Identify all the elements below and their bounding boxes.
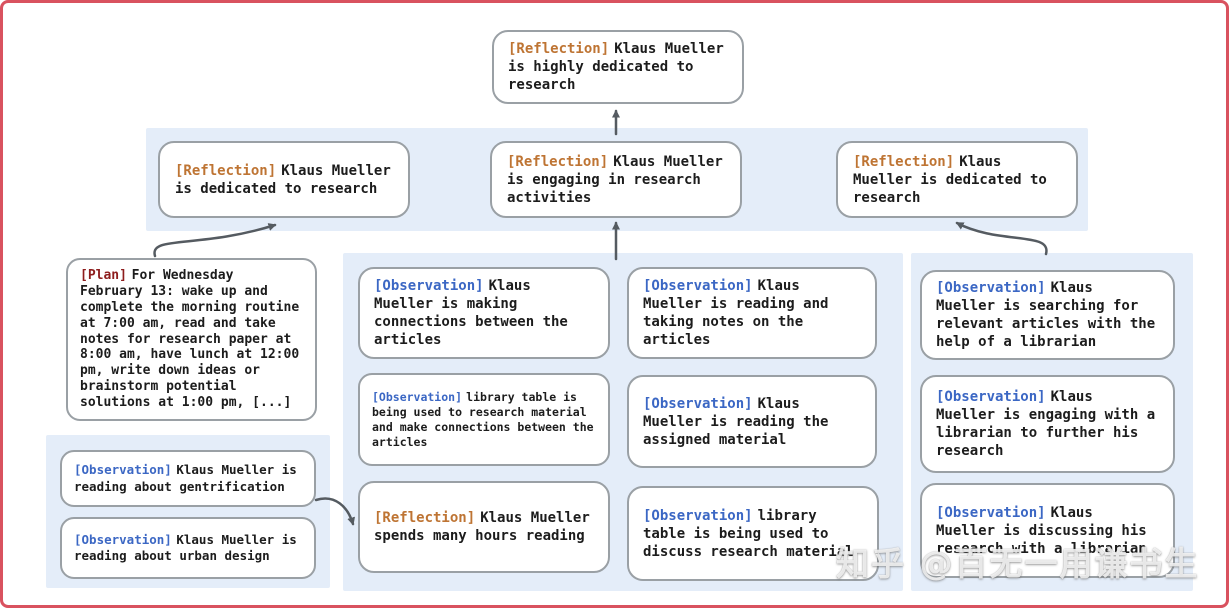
node-plan: [Plan]For Wednesday February 13: wake up… (66, 258, 317, 421)
node-observation-urban-design: [Observation]Klaus Mueller is reading ab… (60, 517, 316, 579)
arrow-observations-to-hours-reflection (314, 497, 355, 526)
plan-tag: [Plan] (80, 268, 127, 284)
observation-tag: [Observation] (936, 389, 1046, 405)
node-reflection-right: [Reflection]Klaus Mueller is dedicated t… (836, 141, 1078, 218)
node-text: Klaus Mueller is highly dedicated to res… (508, 41, 724, 93)
zhihu-watermark: 知乎 @百无一用谦书生 (836, 544, 1200, 583)
node-reflection-middle: [Reflection]Klaus Mueller is engaging in… (490, 141, 742, 218)
reflection-tag: [Reflection] (175, 162, 277, 179)
node-text: Klaus Mueller is engaging with a librari… (936, 389, 1156, 459)
connector-arrows (153, 109, 1048, 526)
node-observation-assigned-material: [Observation]Klaus Mueller is reading th… (627, 375, 877, 468)
node-text: library table is being used to research … (372, 389, 594, 449)
observation-tag: [Observation] (936, 280, 1046, 296)
node-observation-searching-articles: [Observation]Klaus Mueller is searching … (920, 270, 1175, 360)
reflection-tag: [Reflection] (853, 153, 955, 170)
node-observation-discuss-material: [Observation]library table is being used… (627, 486, 879, 581)
node-text: Klaus Mueller is dedicated to research (175, 162, 391, 197)
arrow-plan-to-left-reflection (153, 223, 277, 258)
observation-tag: [Observation] (74, 462, 172, 477)
reflection-tag: [Reflection] (508, 41, 610, 57)
node-reflection-hours-reading: [Reflection]Klaus Mueller spends many ho… (358, 481, 610, 573)
node-reflection-left: [Reflection]Klaus Mueller is dedicated t… (158, 141, 410, 218)
node-text: Klaus Mueller is reading about urban des… (74, 531, 297, 564)
reflection-tag: [Reflection] (507, 153, 609, 170)
observation-tag: [Observation] (643, 395, 753, 412)
node-observation-gentrification: [Observation]Klaus Mueller is reading ab… (60, 450, 316, 507)
observation-tag: [Observation] (374, 278, 484, 294)
node-observation-library-research: [Observation]library table is being used… (358, 373, 610, 466)
node-text: Klaus Mueller is reading and taking note… (643, 278, 829, 348)
node-root-reflection: [Reflection]Klaus Mueller is highly dedi… (492, 30, 744, 104)
node-text: Klaus Mueller is reading about gentrific… (74, 462, 297, 494)
node-text: Klaus Mueller spends many hours reading (374, 510, 590, 544)
node-observation-engaging-librarian: [Observation]Klaus Mueller is engaging w… (920, 375, 1175, 473)
node-observation-connections: [Observation]Klaus Mueller is making con… (358, 267, 610, 359)
node-text: Klaus Mueller is engaging in research ac… (507, 153, 723, 206)
node-observation-taking-notes: [Observation]Klaus Mueller is reading an… (627, 267, 877, 359)
node-text: Klaus Mueller is searching for relevant … (936, 280, 1156, 350)
node-observation-discussing-research: [Observation]Klaus Mueller is discussing… (920, 483, 1175, 578)
observation-tag: [Observation] (74, 531, 172, 547)
node-text: Klaus Mueller is discussing his research… (936, 504, 1147, 557)
observation-tag: [Observation] (643, 278, 753, 294)
node-text: Klaus Mueller is reading the assigned ma… (643, 395, 829, 448)
arrow-right-panel-to-right-reflection (955, 221, 1048, 256)
observation-tag: [Observation] (643, 507, 753, 524)
node-text: Klaus Mueller is dedicated to research (853, 153, 1047, 206)
node-text: For Wednesday February 13: wake up and c… (80, 268, 300, 410)
node-text: Klaus Mueller is making connections betw… (374, 278, 568, 348)
observation-tag: [Observation] (936, 504, 1046, 521)
observation-tag: [Observation] (372, 389, 463, 404)
node-text: library table is being used to discuss r… (643, 507, 854, 560)
reflection-tag: [Reflection] (374, 510, 476, 526)
